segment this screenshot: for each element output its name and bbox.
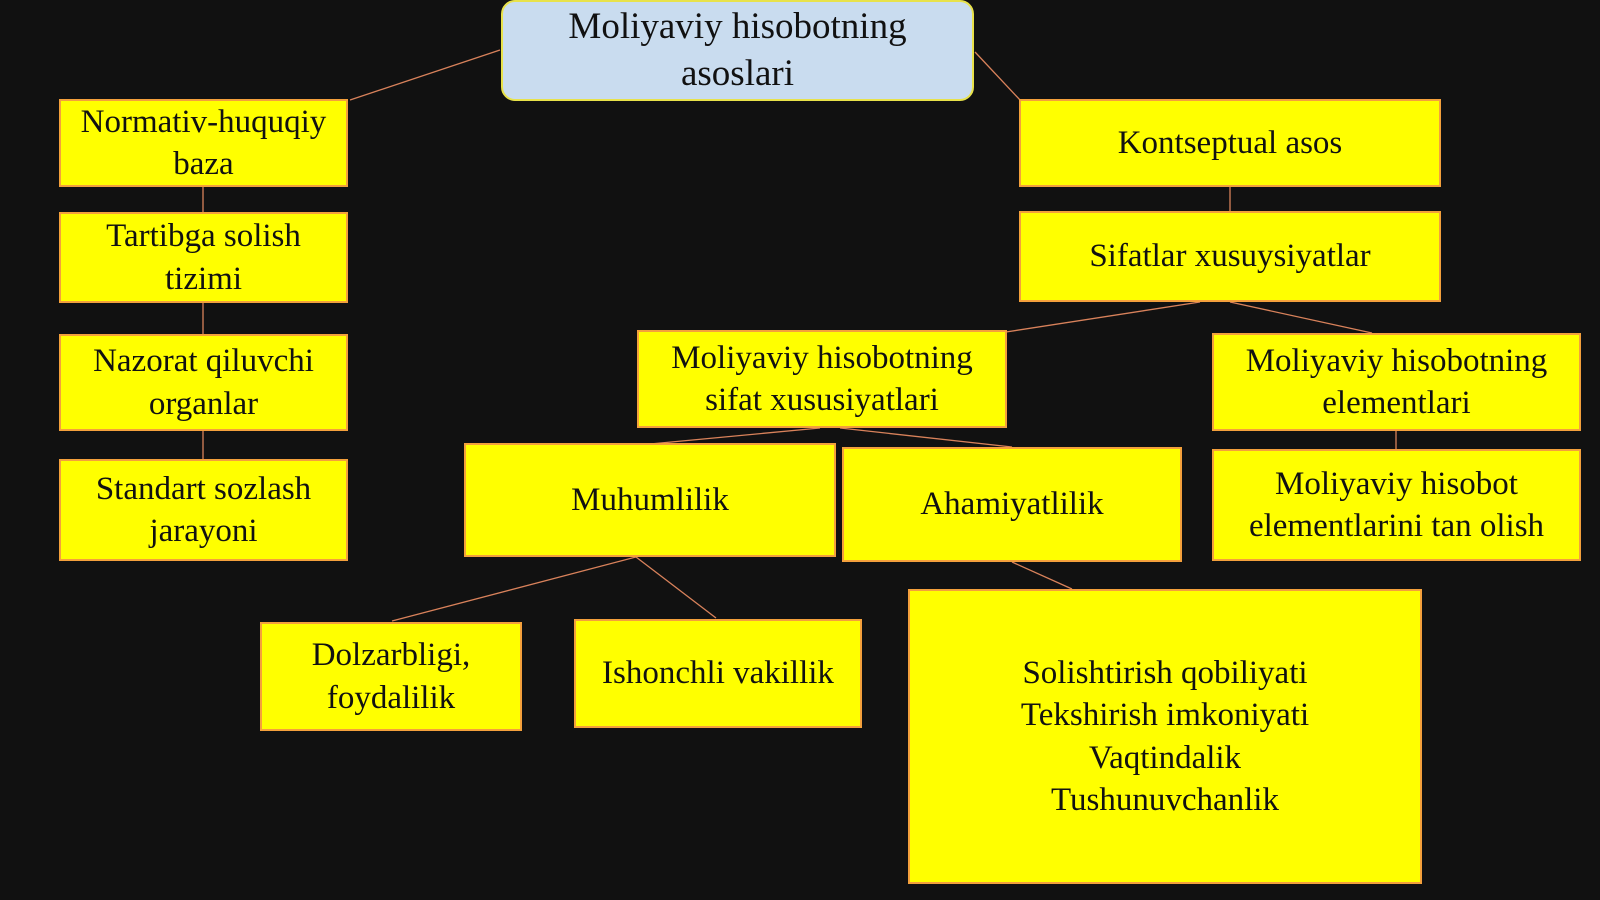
connector-qualities-elements	[1229, 301, 1373, 334]
node-enhancing-characteristics-label: Solishtirish qobiliyati Tekshirish imkon…	[1020, 655, 1310, 818]
connector-characteristics-materiality	[649, 427, 821, 445]
connector-relevance-enhancing	[1011, 561, 1073, 590]
connector-characteristics-relevance	[839, 427, 1013, 448]
node-faithful-representation: Ishonchli vakillik	[574, 619, 862, 728]
node-legal-base: Normativ-huquqiy baza	[59, 99, 348, 187]
node-qualitative-characteristics-label: Moliyaviy hisobotning sifat xususiyatlar…	[671, 339, 973, 418]
node-timeliness-usefulness: Dolzarbligi, foydalilik	[260, 622, 522, 731]
node-report-elements-label: Moliyaviy hisobotning elementlari	[1245, 342, 1548, 421]
node-standard-setting: Standart sozlash jarayoni	[59, 459, 348, 561]
node-elements-recognition: Moliyaviy hisobot elementlarini tan olis…	[1212, 449, 1581, 561]
node-qualitative-characteristics: Moliyaviy hisobotning sifat xususiyatlar…	[637, 330, 1007, 428]
root-node-label: Moliyaviy hisobotning asoslari	[568, 5, 907, 94]
node-regulatory-system-label: Tartibga solish tizimi	[106, 218, 301, 297]
node-qualities-label: Sifatlar xusuysiyatlar	[1089, 238, 1371, 275]
node-report-elements: Moliyaviy hisobotning elementlari	[1212, 333, 1581, 431]
node-qualities: Sifatlar xusuysiyatlar	[1019, 211, 1441, 302]
node-relevance-label: Ahamiyatlilik	[920, 486, 1104, 523]
connector-root-left	[349, 49, 501, 101]
root-node: Moliyaviy hisobotning asoslari	[501, 0, 974, 101]
connector-root-right	[974, 51, 1021, 101]
node-faithful-representation-label: Ishonchli vakillik	[602, 655, 834, 692]
connector-materiality-faithful	[635, 556, 717, 619]
node-elements-recognition-label: Moliyaviy hisobot elementlarini tan olis…	[1248, 465, 1545, 544]
node-regulatory-system: Tartibga solish tizimi	[59, 212, 348, 303]
node-enhancing-characteristics: Solishtirish qobiliyati Tekshirish imkon…	[908, 589, 1422, 884]
node-legal-base-label: Normativ-huquqiy baza	[80, 103, 327, 182]
node-supervisory-bodies-label: Nazorat qiluvchi organlar	[93, 343, 314, 422]
node-relevance: Ahamiyatlilik	[842, 447, 1182, 562]
node-standard-setting-label: Standart sozlash jarayoni	[95, 470, 312, 549]
node-materiality-label: Muhumlilik	[571, 481, 729, 518]
node-supervisory-bodies: Nazorat qiluvchi organlar	[59, 334, 348, 431]
connector-materiality-timeliness	[391, 556, 637, 622]
node-conceptual-framework-label: Kontseptual asos	[1117, 124, 1343, 161]
node-timeliness-usefulness-label: Dolzarbligi, foydalilik	[311, 637, 471, 716]
node-conceptual-framework: Kontseptual asos	[1019, 99, 1441, 187]
node-materiality: Muhumlilik	[464, 443, 836, 557]
connector-qualities-characteristics	[1005, 301, 1201, 333]
